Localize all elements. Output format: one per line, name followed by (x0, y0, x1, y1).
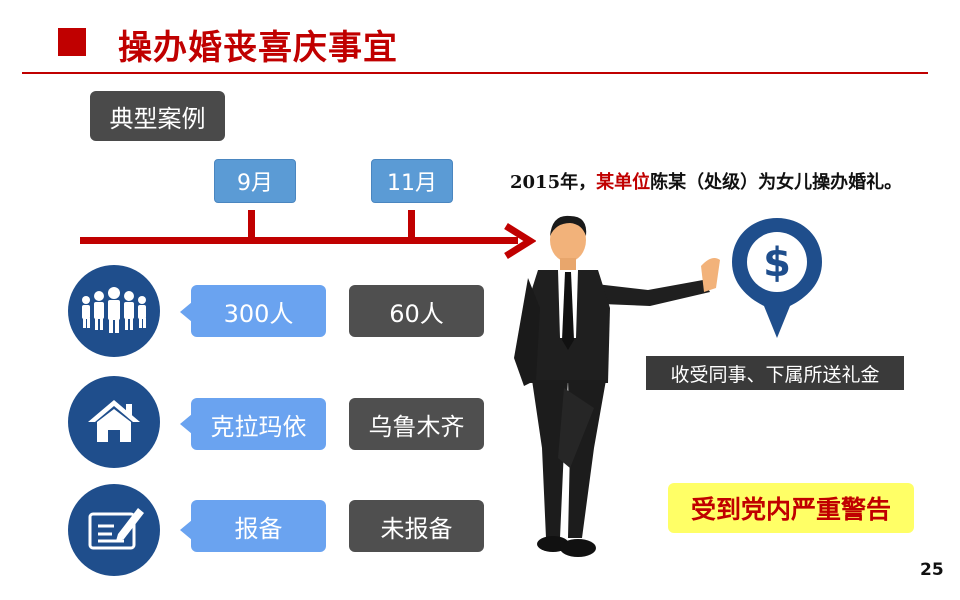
attendees-before: 300人 (191, 285, 326, 337)
dollar-pin-icon: $ (732, 218, 822, 338)
house-icon (68, 376, 160, 468)
venue-before: 克拉玛依 (191, 398, 326, 450)
case-tag: 典型案例 (90, 91, 225, 141)
case-year: 2015年， (510, 172, 597, 193)
penalty-badge: 受到党内严重警告 (668, 483, 914, 533)
svg-text:$: $ (763, 240, 791, 286)
case-detail: 陈某（处级）为女儿操办婚礼。 (650, 172, 903, 193)
month-label-nov: 11月 (371, 159, 453, 203)
page-title: 操办婚丧喜庆事宜 (118, 28, 398, 68)
pill-pointer (180, 414, 192, 434)
title-divider (22, 72, 928, 74)
report-document-icon (68, 484, 160, 576)
timeline-tick (408, 210, 415, 238)
venue-after: 乌鲁木齐 (349, 398, 484, 450)
filing-after: 未报备 (349, 500, 484, 552)
attendees-after: 60人 (349, 285, 484, 337)
filing-before: 报备 (191, 500, 326, 552)
people-group-icon (68, 265, 160, 357)
timeline-arrow-icon (504, 223, 536, 259)
pill-pointer (180, 302, 192, 322)
timeline-line (80, 237, 518, 244)
month-label-sep: 9月 (214, 159, 296, 203)
timeline-tick (248, 210, 255, 238)
pill-pointer (180, 520, 192, 540)
businessman-figure (514, 215, 720, 557)
page-number: 25 (920, 560, 944, 580)
case-description: 2015年，某单位陈某（处级）为女儿操办婚礼。 (510, 168, 902, 194)
title-marker (58, 28, 86, 56)
case-unit: 某单位 (596, 172, 651, 193)
gift-money-label: 收受同事、下属所送礼金 (646, 356, 904, 390)
